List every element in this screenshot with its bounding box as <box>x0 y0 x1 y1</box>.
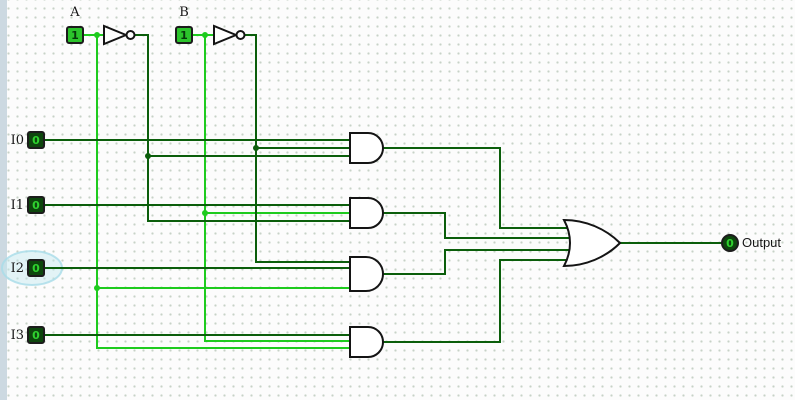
pin-i0-label: I0 <box>11 133 24 148</box>
junction-dot <box>253 145 259 151</box>
pin-a-label: A <box>69 5 80 20</box>
and-gate-2[interactable] <box>349 197 384 229</box>
or-gate[interactable] <box>562 218 622 268</box>
wire-and4-to-or[interactable] <box>383 259 572 343</box>
wire-and2-to-or[interactable] <box>383 212 572 239</box>
pin-i1-label: I1 <box>11 198 24 213</box>
inverter-bubble-icon <box>235 30 246 40</box>
input-pin-i1[interactable]: 0 <box>27 196 45 214</box>
and-gate-4[interactable] <box>349 326 384 358</box>
input-pin-i0[interactable]: 0 <box>27 131 45 149</box>
window-edge <box>0 0 7 400</box>
pin-b-label: B <box>179 5 189 20</box>
inverter-bubble-icon <box>125 30 136 40</box>
junction-dot <box>202 32 208 38</box>
junction-dot <box>94 285 100 291</box>
and-gate-1[interactable] <box>349 132 384 164</box>
input-pin-i3[interactable]: 0 <box>27 326 45 344</box>
wire-and3-to-or[interactable] <box>383 249 572 275</box>
not-gate-a[interactable] <box>103 24 136 46</box>
pin-i0-value: 0 <box>32 134 40 147</box>
junction-dot <box>94 32 100 38</box>
and-gate-3[interactable] <box>349 256 384 292</box>
wire-net-not-b[interactable] <box>245 34 350 263</box>
input-pin-a[interactable]: 1 <box>66 26 84 44</box>
pin-i2-value: 0 <box>32 262 40 275</box>
input-pin-b[interactable]: 1 <box>175 26 193 44</box>
pin-i1-value: 0 <box>32 199 40 212</box>
pin-i3-value: 0 <box>32 329 40 342</box>
pin-i2-label: I2 <box>11 261 24 276</box>
output-pin-label: Output <box>742 235 781 250</box>
pin-i3-label: I3 <box>11 328 24 343</box>
wire-net-a[interactable] <box>83 32 350 349</box>
junction-dot <box>145 153 151 159</box>
wire-and1-to-or[interactable] <box>383 147 572 229</box>
wire-net-b[interactable] <box>192 32 350 342</box>
pin-b-value: 1 <box>180 29 188 42</box>
input-pin-i2[interactable]: 0 <box>27 259 45 277</box>
pin-a-value: 1 <box>71 29 79 42</box>
output-pin-value: 0 <box>726 237 734 250</box>
output-pin[interactable]: 0 <box>721 234 739 252</box>
not-gate-b[interactable] <box>213 24 246 46</box>
wire-net-not-a[interactable] <box>135 34 350 222</box>
junction-dot <box>202 210 208 216</box>
